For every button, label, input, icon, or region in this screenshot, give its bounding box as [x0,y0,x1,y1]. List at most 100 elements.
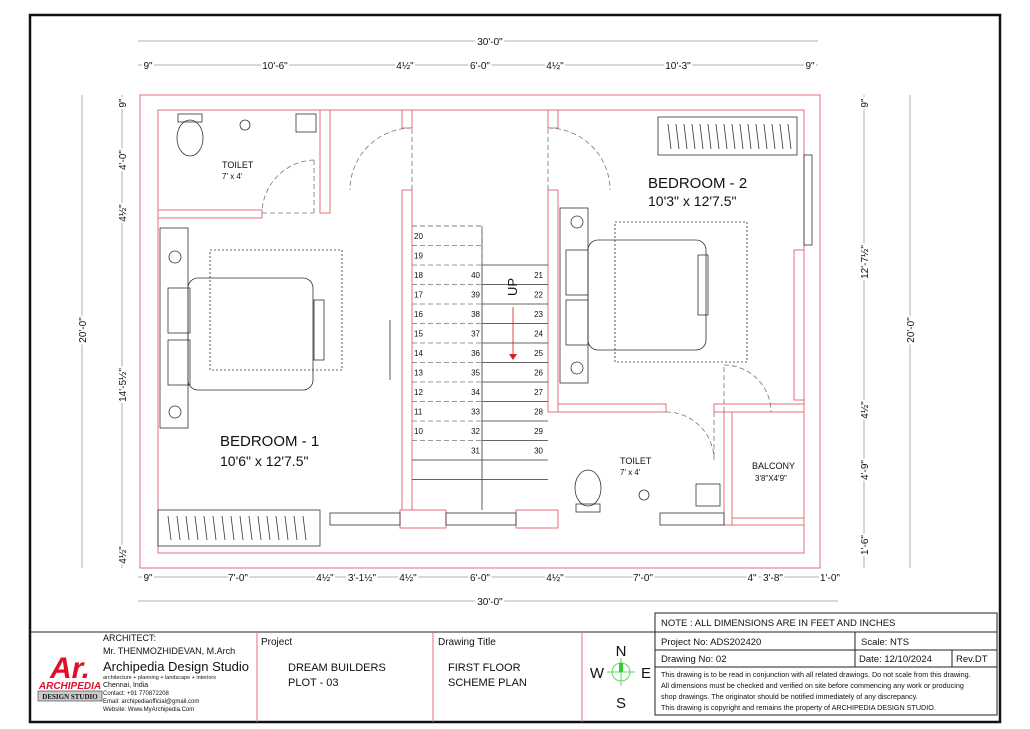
north-compass-icon: N S W E [590,643,651,712]
stair-step-number: 19 [414,252,423,261]
dim-right-4: 1'-6" [860,535,871,555]
dim-top-6: 9" [805,61,815,72]
dimension-note: NOTE : ALL DIMENSIONS ARE IN FEET AND IN… [661,618,895,629]
dim-left-overall: 20'-0" [78,317,89,343]
dim-bottom-1: 7'-0" [228,573,248,584]
svg-text:N: N [616,643,627,660]
stair-step-number: 31 [471,447,480,456]
dimension-lines [81,40,911,602]
scale: Scale: NTS [861,637,909,648]
dim-right-2: 4½" [860,401,871,419]
stair-step-number: 14 [414,349,423,358]
wardrobe-top-right [657,116,798,156]
disclaimer-line-1: This drawing is to be read in conjunctio… [661,670,971,679]
dim-right-3: 4'-9" [860,460,871,480]
dim-left-3: 14'-5½" [118,368,129,402]
dim-bottom-3: 3'-1½" [348,573,377,584]
wc-toilet-2 [574,469,721,513]
stair-arrowhead-icon [509,354,517,360]
dim-bottom-6: 4½" [546,573,564,584]
studio-email: Email: archipediaofficial@gmail.com [103,699,199,705]
stair-up-label: UP [505,278,520,296]
studio-website: Website: Www.MyArchipedia.Com [103,707,194,713]
stair-step-number: 28 [534,408,543,417]
stair-step-number: 38 [471,310,480,319]
svg-text:W: W [590,665,605,682]
dim-bottom-2: 4½" [316,573,334,584]
date: Date: 12/10/2024 [859,654,932,665]
project-number: Project No: ADS202420 [661,637,761,648]
bedroom2-size: 10'3" x 12'7.5" [648,193,736,209]
wardrobe-bottom-left [157,509,321,547]
svg-text:Ar.: Ar. [49,652,90,685]
disclaimer-line-3: shop drawings. The originator should be … [661,692,918,701]
balcony-name: BALCONY [752,461,795,471]
stair-step-number: 37 [471,330,480,339]
stair-step-number: 33 [471,408,480,417]
dim-right-overall: 20'-0" [906,317,917,343]
walls [139,94,821,569]
doors [261,127,772,461]
dim-bottom-10: 1'-0" [820,573,840,584]
stair-step-number: 39 [471,291,480,300]
svg-text:ARCHIPEDIA: ARCHIPEDIA [38,681,101,692]
bedroom1-size: 10'6" x 12'7.5" [220,453,308,469]
dim-bottom-0: 9" [143,573,153,584]
stair-step-number: 36 [471,349,480,358]
dim-top-2: 4½" [396,61,414,72]
bed-bedroom-2 [559,207,748,384]
dim-left-4: 4½" [118,546,129,564]
dim-bottom-8: 4" [747,573,757,584]
stair-step-number: 12 [414,388,423,397]
stair-step-number: 35 [471,369,480,378]
bedroom2-name: BEDROOM - 2 [648,175,747,192]
toilet2-name: TOILET [620,456,652,466]
dim-top-4: 4½" [546,61,564,72]
stair-step-number: 34 [471,388,480,397]
project-label: Project [261,637,292,648]
stair-step-number: 29 [534,427,543,436]
dim-left-1: 4'-0" [118,150,129,170]
dim-right-1: 12'-7½" [860,245,871,279]
sheet-border [28,13,1002,724]
dim-bottom-overall: 30'-0" [477,597,503,608]
dim-top-overall: 30'-0" [477,37,503,48]
studio-name: Archipedia Design Studio [103,659,249,674]
dim-top-5: 10'-3" [665,61,691,72]
project-line-1: DREAM BUILDERS [288,662,386,674]
bed-bedroom-1 [159,227,343,429]
dim-left-2: 4½" [118,204,129,222]
stair-step-number: 21 [534,271,543,280]
stair-step-number: 23 [534,310,543,319]
drawing-number: Drawing No: 02 [661,654,726,665]
studio-logo: Ar. ARCHIPEDIA DESIGN STUDIO [37,652,103,702]
svg-text:DESIGN STUDIO: DESIGN STUDIO [42,693,98,701]
dim-right-0: 9" [860,98,871,108]
stair-step-number: 15 [414,330,423,339]
stair-step-number: 24 [534,330,543,339]
balcony-size: 3'8"X4'9" [755,474,787,483]
architect-label: ARCHITECT: [103,633,156,643]
dim-bottom-4: 4½" [399,573,417,584]
studio-tagline: architecture + planning + landscape + in… [103,675,216,681]
stair-step-number: 40 [471,271,480,280]
stair-step-number: 25 [534,349,543,358]
toilet1-size: 7' x 4' [222,172,243,181]
drawing-title-line-1: FIRST FLOOR [448,662,521,674]
dim-top-0: 9" [143,61,153,72]
stair-step-number: 10 [414,427,423,436]
dim-bottom-7: 7'-0" [633,573,653,584]
studio-contact: Contact: +91 770872208 [103,691,170,697]
stair-step-number: 32 [471,427,480,436]
studio-city: Chennai, India [103,682,148,689]
dim-left-0: 9" [118,98,129,108]
bedroom1-name: BEDROOM - 1 [220,433,319,450]
drawing-title-label: Drawing Title [438,637,496,648]
dim-top-1: 10'-6" [262,61,288,72]
title-block: Ar. ARCHIPEDIA DESIGN STUDIO ARCHITECT: … [30,612,998,722]
stair-step-number: 17 [414,291,423,300]
stair-step-number: 16 [414,310,423,319]
toilet1-name: TOILET [222,160,254,170]
stair-step-number: 13 [414,369,423,378]
